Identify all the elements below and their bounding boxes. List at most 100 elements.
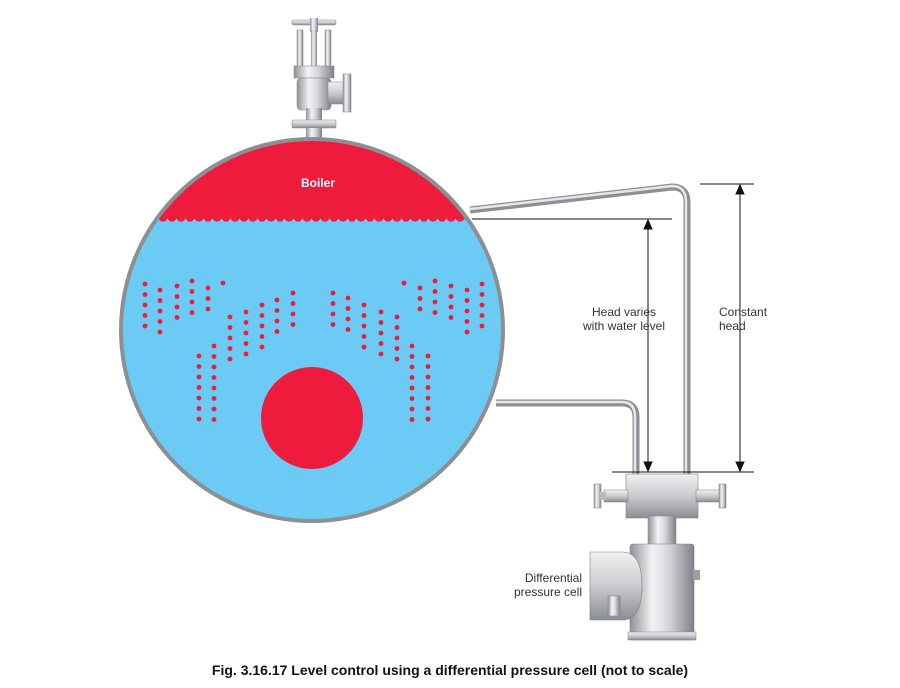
dp-cell-line-1: Differential — [524, 571, 582, 585]
steam-bubble — [464, 329, 470, 335]
valve-yoke-right — [324, 29, 332, 69]
wave-scallop — [437, 212, 447, 222]
wave-scallop — [338, 212, 348, 222]
steam-bubble — [174, 315, 180, 320]
valve-bonnet — [293, 65, 335, 79]
wave-scallop — [248, 212, 258, 222]
steam-bubble — [432, 310, 438, 315]
steam-bubble — [394, 356, 400, 362]
wave-scallop — [401, 212, 411, 222]
steam-valve — [291, 18, 352, 142]
steam-bubble — [189, 310, 195, 315]
steam-bubble — [243, 330, 249, 336]
steam-bubble — [227, 314, 233, 320]
wave-scallop — [482, 212, 492, 222]
steam-bubble — [425, 395, 431, 401]
wave-scallop — [473, 212, 483, 222]
steam-bubble — [425, 353, 431, 359]
steam-bubble — [227, 325, 233, 330]
wave-scallop — [194, 212, 204, 222]
dp-cell-left-bleed — [593, 483, 602, 509]
valve-body — [296, 77, 332, 111]
steam-bubble — [479, 323, 485, 329]
steam-bubble — [409, 417, 415, 422]
steam-bubble — [425, 364, 431, 369]
steam-bubble — [189, 299, 195, 305]
wave-scallop — [176, 212, 186, 222]
steam-bubble — [259, 344, 265, 350]
steam-bubble — [243, 320, 249, 325]
wave-scallop — [239, 212, 249, 222]
steam-bubble — [345, 327, 351, 332]
steam-bubble — [448, 315, 454, 320]
steam-bubble — [227, 346, 233, 351]
wave-scallop — [131, 212, 141, 222]
steam-bubble — [259, 313, 265, 318]
steam-bubble — [417, 285, 423, 291]
steam-bubble — [196, 406, 202, 411]
head-varies-arrow-bottom — [643, 461, 653, 473]
water-side-pipe-highlight — [496, 400, 637, 485]
steam-bubble — [409, 406, 415, 412]
steam-bubble — [479, 313, 485, 318]
figure-caption: Fig. 3.16.17 Level control using a diffe… — [211, 662, 689, 678]
steam-bubble — [274, 318, 280, 324]
wave-scallop — [428, 212, 438, 222]
valve-yoke-left — [296, 29, 304, 69]
wave-scallop — [320, 212, 330, 222]
steam-bubble — [448, 304, 454, 310]
steam-bubble — [479, 292, 485, 297]
steam-bubble — [259, 334, 265, 339]
wave-scallop — [446, 212, 456, 222]
steam-bubble — [211, 417, 217, 422]
wave-scallop — [140, 212, 150, 222]
wave-scallop — [491, 212, 501, 222]
steam-bubble — [189, 278, 195, 284]
steam-bubble — [432, 289, 438, 294]
steam-bubble — [394, 346, 400, 351]
steam-bubble — [330, 301, 336, 306]
steam-bubble — [259, 302, 265, 308]
water-side-pipe — [496, 399, 640, 485]
steam-bubble — [394, 325, 400, 330]
dp-cell-left-stub — [603, 489, 629, 503]
wave-scallop — [410, 212, 420, 222]
steam-bubble — [220, 280, 226, 286]
steam-bubble — [259, 323, 265, 329]
steam-bubble — [394, 314, 400, 320]
steam-bubble — [189, 289, 195, 294]
steam-bubble — [157, 287, 163, 293]
steam-bubble — [361, 334, 367, 339]
steam-bubble — [211, 406, 217, 412]
steam-bubble — [394, 335, 400, 341]
steam-bubble — [361, 323, 367, 329]
steam-bubble — [157, 329, 163, 335]
steam-bubble — [409, 385, 415, 391]
dp-cell-drain — [607, 595, 621, 617]
steam-bubble — [378, 330, 384, 336]
dp-cell-neck — [647, 515, 677, 547]
steam-bubble — [196, 374, 202, 380]
valve-base-flange — [291, 119, 337, 129]
steam-bubble — [196, 385, 202, 390]
wave-scallop — [275, 212, 285, 222]
steam-bubble — [464, 319, 470, 324]
dp-cell-left-tip — [600, 492, 606, 500]
steam-bubble — [409, 354, 415, 359]
valve-outlet — [327, 81, 345, 105]
steam-bubbles — [142, 278, 485, 422]
steam-bubble — [345, 306, 351, 311]
steam-bubble — [425, 385, 431, 390]
head-varies-line-2: with water level — [582, 319, 666, 333]
valve-neck — [306, 108, 322, 122]
steam-bubble — [464, 308, 470, 314]
head-varies-line-1: Head varies — [591, 305, 657, 319]
wave-scallop — [347, 212, 357, 222]
wave-scallop — [257, 212, 267, 222]
steam-bubble — [211, 375, 217, 380]
steam-bubble — [378, 309, 384, 315]
wave-scallop — [167, 212, 177, 222]
steam-bubble — [274, 329, 280, 334]
wave-scallop — [266, 212, 276, 222]
